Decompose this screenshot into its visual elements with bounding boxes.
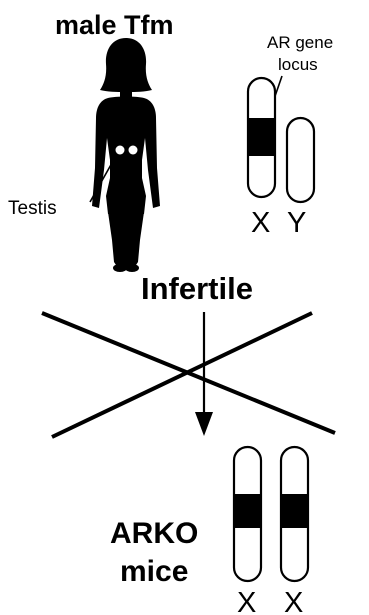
bottom-x-chromosome-2 (281, 447, 308, 581)
ar-gene-label-line2: locus (278, 55, 318, 74)
top-x-label: X (251, 207, 270, 239)
bottom-x-chromosome-1 (234, 447, 261, 581)
ar-gene-label-line1: AR gene (267, 33, 333, 52)
top-x-chromosome (248, 78, 275, 197)
top-y-chromosome (287, 118, 314, 202)
arko-label-line2: mice (120, 555, 188, 588)
infertile-label: Infertile (141, 271, 253, 306)
top-y-label: Y (287, 207, 306, 239)
arko-label-line1: ARKO (110, 517, 198, 550)
testis-right-dot (129, 146, 138, 155)
testis-left-dot (116, 146, 125, 155)
female-silhouette (92, 38, 160, 272)
testis-label: Testis (8, 198, 57, 219)
bottom-x2-label: X (284, 587, 303, 615)
bottom-x1-label: X (237, 587, 256, 615)
arrow-head (195, 412, 213, 436)
top-title: male Tfm (55, 10, 174, 40)
